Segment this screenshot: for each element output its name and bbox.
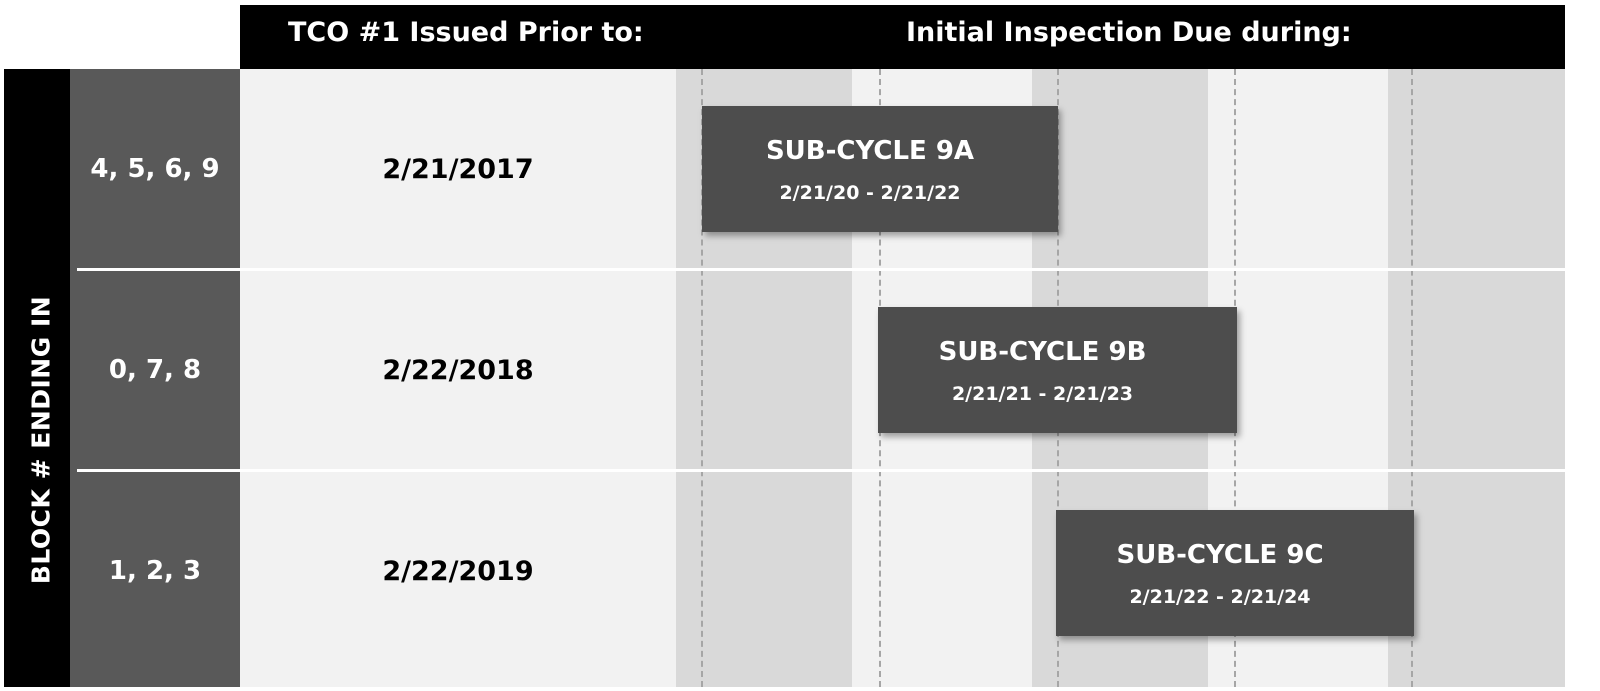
- block-digits-cell: 0, 7, 8: [108, 355, 202, 385]
- timeline-gridline: [1411, 69, 1413, 687]
- tco-date-cell: 2/22/2018: [382, 355, 534, 386]
- sub-cycle-9a-box: SUB-CYCLE 9A 2/21/20 - 2/21/22: [702, 106, 1058, 232]
- tco-date-cell: 2/22/2019: [382, 556, 534, 587]
- tco-column-header: TCO #1 Issued Prior to:: [288, 17, 644, 48]
- sub-cycle-title: SUB-CYCLE 9B: [938, 337, 1147, 367]
- sub-cycle-title: SUB-CYCLE 9A: [765, 136, 975, 166]
- block-digits-cell: 4, 5, 6, 9: [90, 154, 220, 184]
- block-digits-cell: 1, 2, 3: [108, 556, 202, 586]
- timeline-band: [1388, 69, 1565, 687]
- sub-cycle-range: 2/21/22 - 2/21/24: [1129, 586, 1311, 608]
- header-bar: [240, 5, 1565, 69]
- sub-cycle-range: 2/21/20 - 2/21/22: [779, 182, 961, 204]
- tco-date-cell: 2/21/2017: [382, 154, 534, 185]
- row-divider: [77, 469, 1565, 472]
- sub-cycle-title: SUB-CYCLE 9C: [1116, 540, 1324, 570]
- sub-cycle-9c-box: SUB-CYCLE 9C 2/21/22 - 2/21/24: [1056, 510, 1414, 636]
- timeline-gridline: [701, 69, 703, 687]
- sidebar-label: BLOCK # ENDING IN: [26, 295, 56, 585]
- block-ending-sidebar: BLOCK # ENDING IN: [4, 69, 70, 687]
- block-digits-column: [70, 69, 240, 687]
- row-divider: [77, 268, 1565, 271]
- sub-cycle-9b-box: SUB-CYCLE 9B 2/21/21 - 2/21/23: [878, 307, 1237, 433]
- sub-cycle-range: 2/21/21 - 2/21/23: [951, 383, 1134, 405]
- inspection-column-header: Initial Inspection Due during:: [906, 17, 1352, 48]
- tco-date-column: [240, 69, 676, 687]
